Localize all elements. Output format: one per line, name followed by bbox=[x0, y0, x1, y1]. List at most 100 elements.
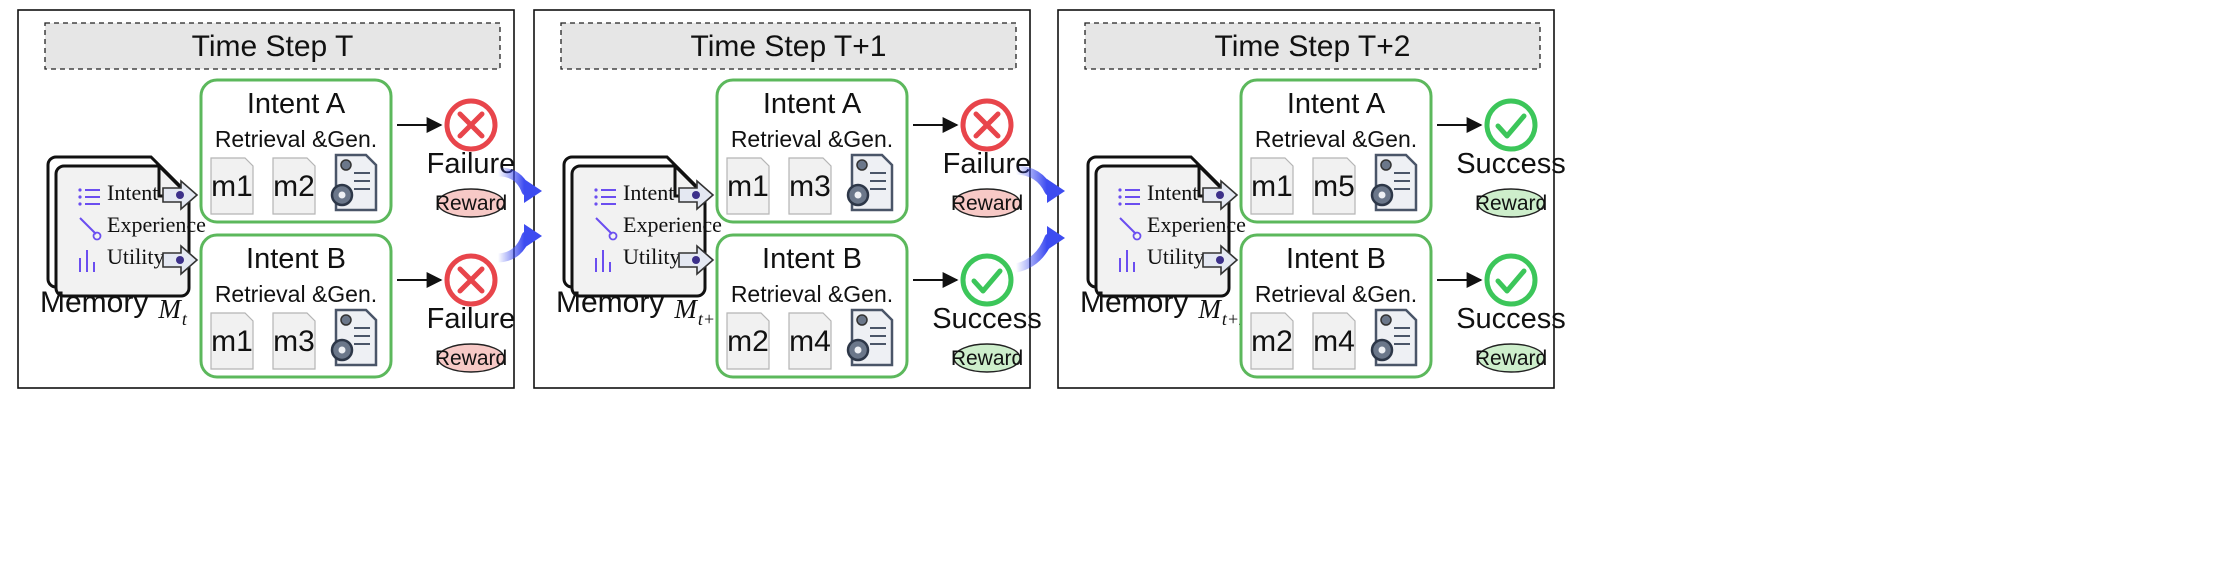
cross-icon bbox=[444, 98, 498, 152]
check-icon bbox=[960, 253, 1014, 307]
memory-chip-label: m2 bbox=[273, 170, 315, 203]
transition-arrow bbox=[1011, 165, 1065, 203]
memory-chip: m4 bbox=[1312, 312, 1356, 370]
memory-to-intent-arrow bbox=[1202, 179, 1239, 211]
memory-to-intent-arrow bbox=[678, 244, 715, 276]
memory-chip: m1 bbox=[1250, 157, 1294, 215]
memory-chip: m1 bbox=[210, 312, 254, 370]
intent-title: Intent B bbox=[762, 243, 862, 275]
success-label: Success bbox=[1456, 148, 1566, 180]
cross-icon bbox=[960, 98, 1014, 152]
list-icon bbox=[594, 188, 616, 206]
memory-chip-label: m4 bbox=[789, 325, 831, 358]
memory-chip-label: m1 bbox=[1251, 170, 1293, 203]
reward-badge bbox=[1477, 188, 1545, 218]
memory-item-utility: Utility bbox=[623, 244, 680, 269]
panel-header bbox=[560, 22, 1017, 70]
memory-chip-label: m2 bbox=[1251, 325, 1293, 358]
memory-item-utility: Utility bbox=[107, 244, 164, 269]
panel-header-label: Time Step T+2 bbox=[1215, 30, 1411, 63]
memory-chip: m2 bbox=[272, 157, 316, 215]
memory-item-experience: Experience bbox=[1147, 212, 1246, 237]
memory-symbol-subscript: t bbox=[182, 309, 188, 329]
retrieval-gen-label: Retrieval &Gen. bbox=[1255, 281, 1417, 307]
memory-chip: m3 bbox=[272, 312, 316, 370]
memory-chip-label: m5 bbox=[1313, 170, 1355, 203]
memory-item-experience: Experience bbox=[107, 212, 206, 237]
transition-arrow bbox=[1011, 226, 1065, 273]
memory-chip: m1 bbox=[210, 157, 254, 215]
list-icon bbox=[78, 188, 100, 206]
memory-chip: m4 bbox=[788, 312, 832, 370]
settings-document-icon bbox=[1370, 153, 1418, 212]
intent-title: Intent A bbox=[247, 88, 346, 120]
reward-label: Reward bbox=[435, 347, 507, 370]
retrieval-gen-label: Retrieval &Gen. bbox=[1255, 126, 1417, 152]
memory-symbol: M bbox=[1197, 294, 1222, 324]
failure-label: Failure bbox=[943, 148, 1032, 180]
list-icon bbox=[1118, 188, 1140, 206]
time-step-panel: Time Step T IntentExperienceUtilityMemory… bbox=[17, 9, 516, 389]
cross-icon bbox=[444, 253, 498, 307]
reward-badge bbox=[953, 343, 1021, 373]
settings-document-icon bbox=[330, 153, 378, 212]
experience-icon bbox=[1119, 217, 1142, 241]
reward-badge bbox=[437, 343, 505, 373]
memory-item-utility: Utility bbox=[1147, 244, 1204, 269]
memory-chip-label: m2 bbox=[727, 325, 769, 358]
memory-to-intent-arrow bbox=[162, 244, 199, 276]
intent-title: Intent A bbox=[1287, 88, 1386, 120]
memory-caption: Memory bbox=[40, 286, 148, 319]
intent-title: Intent A bbox=[763, 88, 862, 120]
transition-arrow bbox=[493, 167, 542, 203]
memory-item-intent: Intent bbox=[107, 180, 158, 205]
memory-chip-label: m3 bbox=[789, 170, 831, 203]
settings-document-icon bbox=[1370, 308, 1418, 367]
reward-label: Reward bbox=[1475, 347, 1547, 370]
reward-label: Reward bbox=[951, 192, 1023, 215]
check-icon bbox=[1484, 98, 1538, 152]
memory-chip-label: m1 bbox=[211, 325, 253, 358]
retrieval-gen-label: Retrieval &Gen. bbox=[215, 126, 377, 152]
retrieval-gen-label: Retrieval &Gen. bbox=[731, 281, 893, 307]
success-label: Success bbox=[932, 303, 1042, 335]
memory-chip-label: m1 bbox=[727, 170, 769, 203]
reward-label: Reward bbox=[951, 347, 1023, 370]
memory-item-intent: Intent bbox=[623, 180, 674, 205]
retrieval-gen-label: Retrieval &Gen. bbox=[215, 281, 377, 307]
bar-chart-icon bbox=[595, 250, 611, 272]
panel-header bbox=[1084, 22, 1541, 70]
memory-page-front bbox=[1094, 164, 1231, 298]
time-step-panel: Time Step T+1IntentExperienceUtilityMemo… bbox=[533, 9, 1042, 389]
panel-header-label: Time Step T bbox=[192, 30, 354, 63]
reward-label: Reward bbox=[1475, 192, 1547, 215]
time-step-panel: Time Step T+2IntentExperienceUtilityMemo… bbox=[1057, 9, 1566, 389]
retrieval-gen-label: Retrieval &Gen. bbox=[731, 126, 893, 152]
memory-caption: Memory bbox=[556, 286, 664, 319]
settings-document-icon bbox=[846, 308, 894, 367]
memory-symbol: M bbox=[157, 294, 182, 324]
reward-badge bbox=[1477, 343, 1545, 373]
success-label: Success bbox=[1456, 303, 1566, 335]
transition-arrow bbox=[493, 224, 542, 263]
experience-icon bbox=[79, 217, 102, 241]
memory-chip-label: m3 bbox=[273, 325, 315, 358]
failure-label: Failure bbox=[427, 303, 516, 335]
memory-to-intent-arrow bbox=[162, 179, 199, 211]
memory-chip: m1 bbox=[726, 157, 770, 215]
memory-chip-label: m1 bbox=[211, 170, 253, 203]
check-icon bbox=[1484, 253, 1538, 307]
bar-chart-icon bbox=[79, 250, 95, 272]
panel-header bbox=[44, 22, 501, 70]
memory-chip: m5 bbox=[1312, 157, 1356, 215]
memory-item-intent: Intent bbox=[1147, 180, 1198, 205]
intent-title: Intent B bbox=[246, 243, 346, 275]
